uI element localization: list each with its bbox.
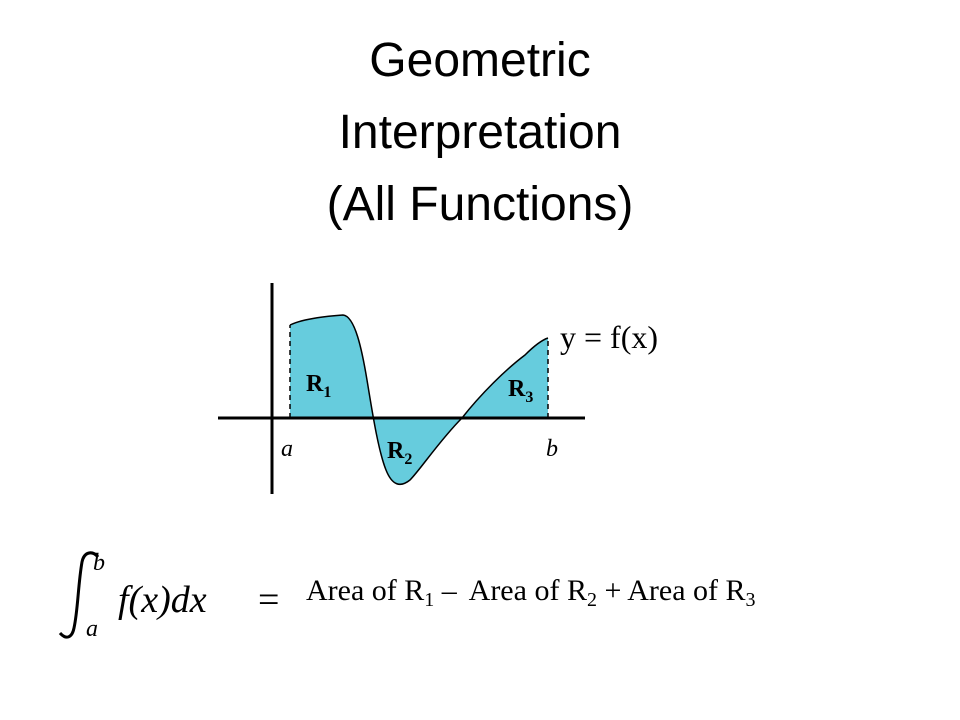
integrand: f(x)dx [118, 579, 207, 621]
region-label-r1: R1 [306, 371, 331, 401]
function-curve [289, 314, 549, 486]
axis-label-b: b [546, 436, 558, 462]
axis-label-a: a [281, 436, 293, 462]
region-label-r3: R3 [508, 376, 533, 406]
area-of-text-3: Area of [627, 574, 719, 607]
area-of-text-1: Area of [306, 574, 397, 607]
integral-sign [58, 551, 100, 639]
area-of-text-2: Area of [468, 574, 560, 607]
integral-upper-limit: b [93, 550, 105, 576]
region-fill [290, 315, 548, 485]
title-line-3: (All Functions) [326, 178, 634, 231]
curve-label: y = f(x) [560, 319, 658, 355]
region-r3-ref: R3 [725, 574, 756, 611]
equals-sign: = [258, 579, 279, 621]
title-line-1: Geometric [369, 34, 591, 87]
region-r1-ref: R1 [404, 574, 435, 611]
minus-sign: – [441, 574, 457, 607]
region-r2-ref: R2 [566, 574, 597, 611]
plus-sign: + [604, 574, 622, 607]
area-formula: Area of R1 – Area of R2 + Area of R3 [306, 571, 756, 620]
region-label-r2: R2 [387, 438, 412, 468]
title-line-2: Interpretation [338, 106, 622, 159]
integral-lower-limit: a [86, 616, 98, 642]
